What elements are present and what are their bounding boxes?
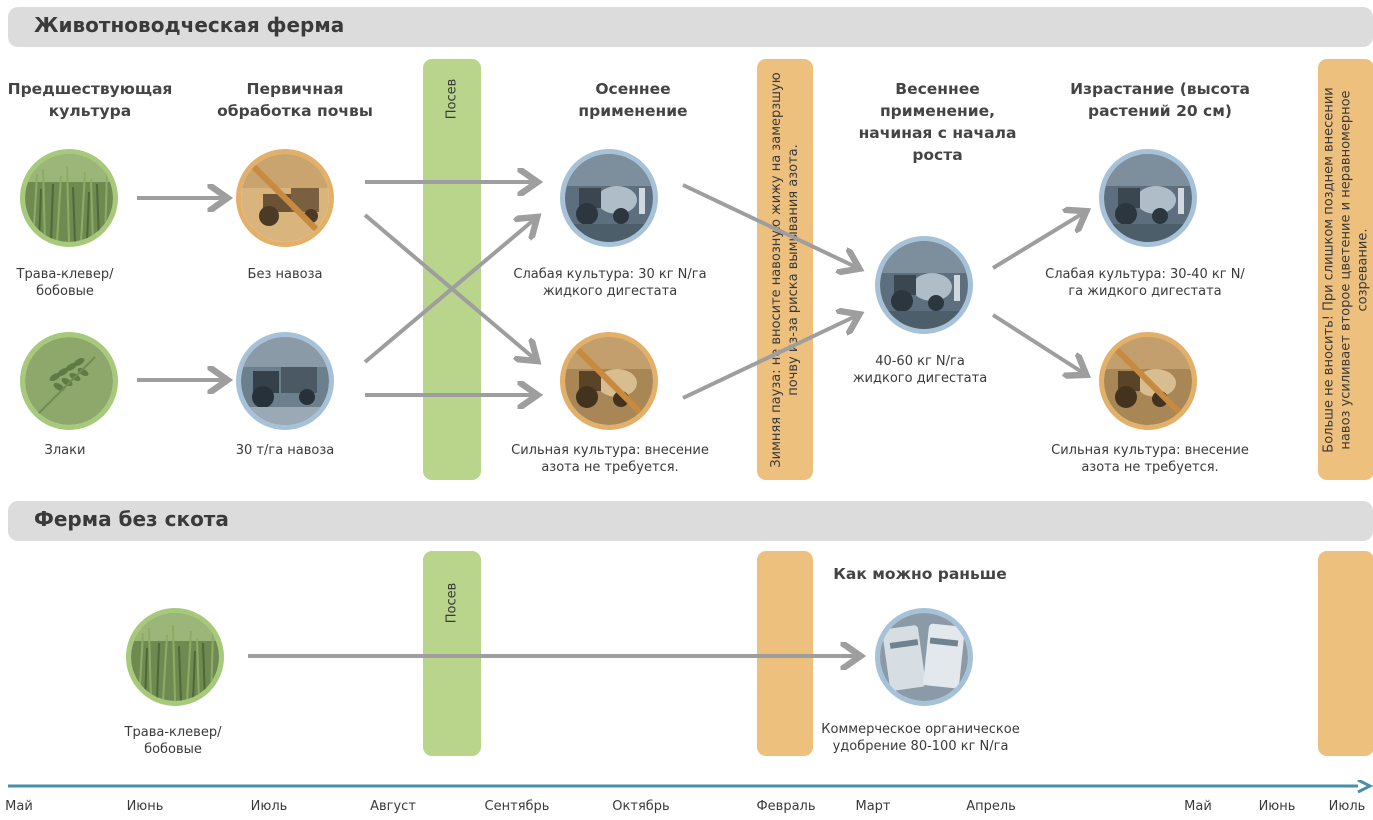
caption-commercial-fertilizer: Коммерческое органическое удобрение 80-1… (821, 722, 1020, 754)
tractor-prohibited-icon (1104, 337, 1192, 425)
livestock-farm-banner: Животноводческая ферма (8, 7, 1373, 47)
no-livestock-farm-banner: Ферма без скота (8, 501, 1373, 541)
caption-spring: 40-60 кг N/га жидкого дигестата (852, 354, 988, 386)
arrow-spring-to-growth-strong (991, 313, 1085, 374)
tractor-prohibited-icon (565, 337, 653, 425)
fertilizer-bags-icon (880, 613, 968, 701)
sowing-bar-nolivestock: Посев (423, 551, 481, 756)
month-label: Июнь (126, 799, 164, 814)
nolivestock-grass-image (126, 608, 224, 706)
caption-nolivestock-grass: Трава-клевер/ бобовые (124, 725, 222, 757)
header-primary-tillage: Первичная обработка почвы (217, 80, 373, 120)
grass-field-icon (131, 613, 219, 701)
manure-image (236, 332, 334, 430)
month-label: Июнь (1258, 799, 1296, 814)
month-label: Июль (1328, 799, 1366, 814)
month-label: Март (855, 799, 891, 814)
header-asap: Как можно раньше (833, 565, 1007, 583)
month-label: Апрель (966, 799, 1016, 814)
month-label: Сентябрь (484, 799, 550, 814)
spring-application-image (875, 236, 973, 334)
month-label: Май (1184, 799, 1212, 814)
growth-strong-image (1099, 332, 1197, 430)
grass-clover-image (20, 149, 118, 247)
cereals-image (20, 332, 118, 430)
month-label: Февраль (756, 799, 816, 814)
tractor-icon (880, 241, 968, 329)
livestock-farm-title: Животноводческая ферма (34, 13, 345, 37)
caption-growth-strong: Сильная культура: внесение азота не треб… (1051, 443, 1249, 475)
month-label: Август (370, 799, 416, 814)
winter-pause-bar: Зимняя пауза: не вносите навозную жижу н… (757, 59, 813, 480)
caption-cereals: Злаки (44, 443, 86, 458)
autumn-weak-image (560, 149, 658, 247)
caption-autumn-strong: Сильная культура: внесение азота не треб… (511, 443, 709, 475)
growth-weak-image (1099, 149, 1197, 247)
no-livestock-farm-title: Ферма без скота (34, 507, 229, 531)
month-label: Октябрь (612, 799, 670, 814)
tractor-icon (565, 154, 653, 242)
autumn-strong-image (560, 332, 658, 430)
grass-field-icon (25, 154, 113, 242)
commercial-fertilizer-image (875, 608, 973, 706)
arrow-spring-to-growth-weak (991, 212, 1085, 270)
arrow-autumn-strong-to-spring (682, 315, 858, 400)
caption-growth-weak: Слабая культура: 30-40 кг N/га жидкого д… (1045, 267, 1245, 299)
header-growth-stage: Израстание (высота растений 20 см) (1070, 80, 1250, 120)
header-spring-application: Весеннее применение, начиная с начала ро… (858, 80, 1017, 164)
arrow-autumn-weak-to-spring (682, 183, 858, 268)
no-manure-image (236, 149, 334, 247)
late-bar-nolivestock (1318, 551, 1373, 756)
caption-autumn-weak: Слабая культура: 30 кг N/га жидкого диге… (513, 267, 707, 299)
tractor-icon (1104, 154, 1192, 242)
tractor-prohibited-icon (241, 154, 329, 242)
caption-grass-clover: Трава-клевер/ бобовые (16, 267, 114, 299)
wheat-ears-icon (25, 337, 113, 425)
month-label: Май (5, 799, 33, 814)
sowing-bar: Посев (423, 59, 481, 480)
caption-no-manure: Без навоза (247, 267, 323, 282)
winter-bar-nolivestock (757, 551, 813, 756)
header-preceding-crop: Предшествующая культура (7, 80, 173, 120)
header-autumn-application: Осеннее применение (578, 80, 688, 120)
arrow-manure-to-autumn-weak (363, 218, 536, 364)
month-label: Июль (250, 799, 288, 814)
tractor-icon (241, 337, 329, 425)
late-stop-bar: Больше не вносить! При слишком позднем в… (1318, 59, 1373, 480)
caption-manure: 30 т/га навоза (235, 443, 335, 458)
timeline-arrow (8, 780, 1373, 794)
